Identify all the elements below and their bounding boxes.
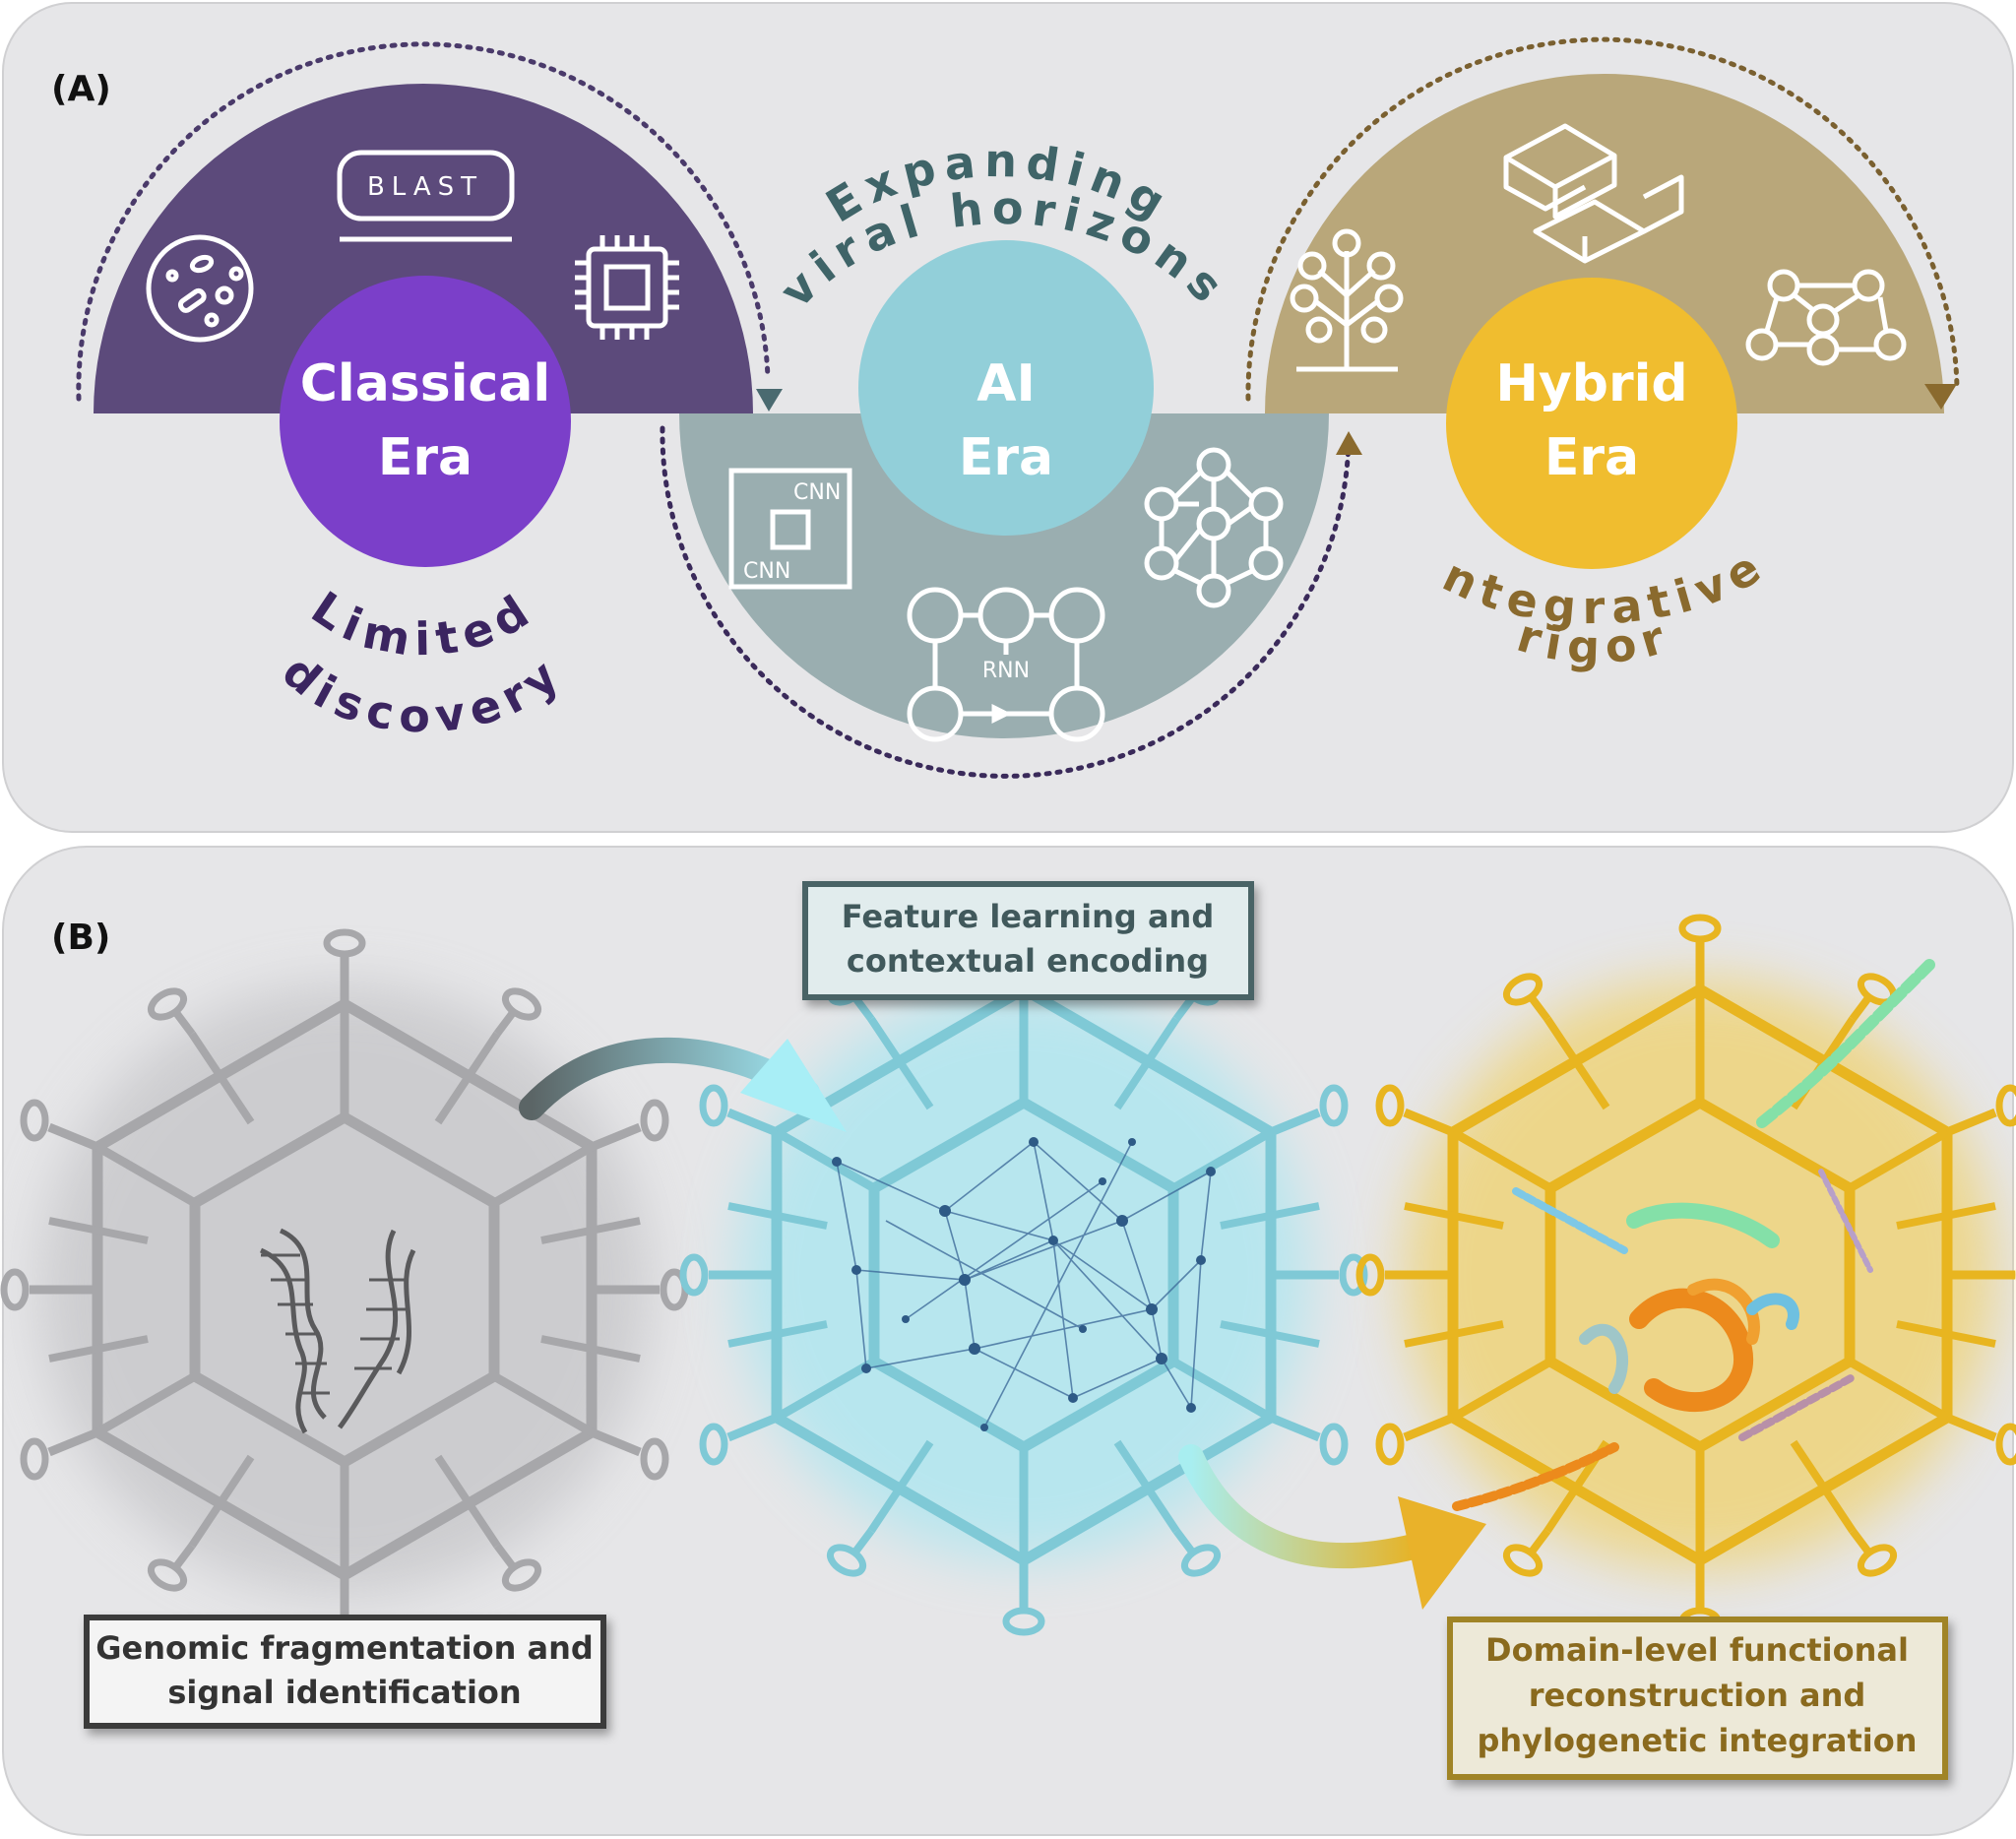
arrowhead-classical [756, 389, 783, 412]
flow-arrow-1-head [740, 1039, 847, 1132]
cyan-glow [738, 989, 1309, 1560]
hybrid-era-line2: Era [1544, 428, 1639, 487]
ai-era-arc [679, 413, 1329, 738]
flow-arrow-2-head [1398, 1496, 1486, 1610]
domain-level-line1: Domain-level functional [1485, 1631, 1909, 1669]
network-graph-icon [1745, 269, 1907, 366]
dotted-arc-classical [76, 41, 771, 402]
neural-mesh-nodes [832, 1137, 1216, 1431]
panel-b-label: (B) [51, 918, 110, 958]
feature-learning-box [802, 881, 1254, 1000]
gray-glow [39, 984, 650, 1595]
arrowhead-ai [1336, 431, 1362, 455]
cnn-icon [728, 468, 852, 590]
dna-helix [259, 1228, 416, 1434]
processor-chip-icon [575, 235, 679, 340]
rnn-icon [907, 587, 1105, 742]
genomic-fragmentation-line2: signal identification [167, 1674, 521, 1711]
microbe-petri-icon [146, 234, 254, 343]
genomic-fragmentation-line1: Genomic fragmentation and [95, 1629, 594, 1667]
rnn-label: RNN [982, 659, 1030, 683]
hybrid-era-arc [1265, 74, 1944, 413]
dotted-arc-hybrid [1245, 36, 1960, 402]
protein-fold-icon [1503, 123, 1684, 264]
genomic-fragmentation-box [84, 1615, 606, 1729]
panel-a-label: (A) [51, 69, 111, 109]
ai-era-line1: AI [976, 354, 1036, 413]
blast-label: BLAST [367, 172, 483, 202]
classical-era-line2: Era [378, 428, 472, 487]
domain-level-box [1447, 1617, 1948, 1780]
hybrid-era-circle [1446, 278, 1737, 569]
phylogenetic-tree-icon [1290, 228, 1404, 372]
classical-era-arc [94, 84, 753, 413]
classical-era-circle [280, 276, 571, 567]
hybrid-era-line1: Hybrid [1495, 354, 1687, 413]
feature-learning-line2: contextual encoding [847, 942, 1209, 980]
classical-era-line1: Classical [300, 354, 551, 413]
gold-glow [1405, 980, 1995, 1570]
ai-era-circle [858, 240, 1154, 536]
feature-learning-line1: Feature learning and [842, 898, 1214, 935]
domain-level-line2: reconstruction and [1529, 1677, 1866, 1714]
domain-level-line3: phylogenetic integration [1477, 1722, 1917, 1759]
ai-era-line2: Era [959, 428, 1053, 487]
protein-ribbons [1452, 959, 1935, 1511]
cnn-label-outer: CNN [793, 480, 841, 505]
cnn-label-inner: CNN [743, 559, 790, 584]
arrowhead-hybrid [1924, 384, 1957, 410]
dotted-arc-ai [660, 425, 1352, 780]
blast-icon [337, 150, 515, 242]
flow-arrow-2 [1178, 1444, 1430, 1569]
neural-network-icon [1144, 447, 1284, 608]
